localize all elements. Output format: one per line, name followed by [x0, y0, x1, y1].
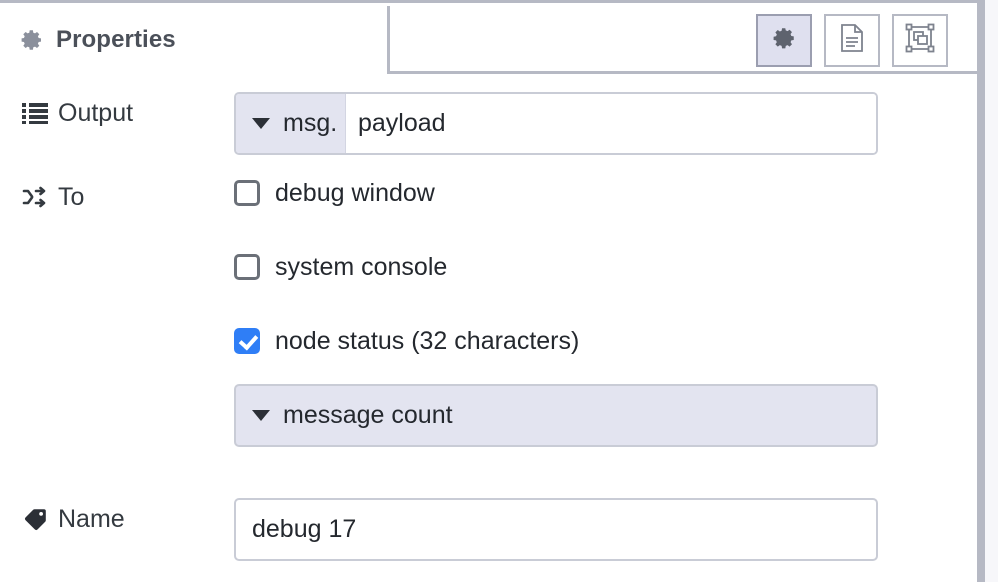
- chevron-down-icon: [252, 410, 270, 421]
- to-label: To: [0, 176, 234, 218]
- tab-properties-label: Properties: [56, 26, 176, 53]
- checkbox-debug-window-label: debug window: [275, 178, 435, 207]
- output-type-label: msg.: [283, 109, 338, 137]
- document-icon: [838, 23, 866, 58]
- checkbox-system-console[interactable]: system console: [234, 250, 977, 284]
- gear-icon: [771, 25, 797, 56]
- output-label: Output: [0, 92, 234, 134]
- name-label: Name: [0, 498, 234, 540]
- checkbox-checked-icon[interactable]: [234, 328, 260, 354]
- properties-tab-button[interactable]: [756, 14, 812, 67]
- checkbox-node-status-label: node status (32 characters): [275, 326, 580, 355]
- tab-strip-underline: [390, 71, 977, 74]
- status-type-select-value: message count: [283, 401, 453, 429]
- checkbox-debug-window[interactable]: debug window: [234, 176, 977, 210]
- to-label-text: To: [58, 182, 85, 211]
- tab-properties[interactable]: Properties: [0, 6, 390, 74]
- name-label-text: Name: [58, 504, 125, 533]
- panel-resize-handle[interactable]: [977, 0, 985, 582]
- output-type-dropdown[interactable]: msg.: [236, 94, 346, 153]
- form-row-output: Output msg. payload: [0, 92, 977, 155]
- gear-icon: [20, 28, 44, 52]
- appearance-icon: [905, 23, 935, 58]
- name-field: debug 17: [234, 498, 977, 561]
- checkbox-icon[interactable]: [234, 180, 260, 206]
- panel-toolbar: [756, 14, 948, 67]
- tag-icon: [22, 507, 48, 531]
- flow-canvas-background: [985, 0, 998, 582]
- checkbox-icon[interactable]: [234, 254, 260, 280]
- appearance-tab-button[interactable]: [892, 14, 948, 67]
- form-row-to: To debug window system console node stat…: [0, 176, 977, 447]
- status-type-select[interactable]: message count: [234, 384, 878, 447]
- node-properties-panel: Properties: [0, 0, 977, 582]
- output-value-input[interactable]: payload: [346, 94, 876, 153]
- list-icon: [22, 101, 48, 125]
- form-row-name: Name debug 17: [0, 498, 977, 561]
- output-typed-input[interactable]: msg. payload: [234, 92, 878, 155]
- name-input[interactable]: debug 17: [234, 498, 878, 561]
- output-label-text: Output: [58, 98, 134, 127]
- chevron-down-icon: [252, 118, 270, 129]
- checkbox-node-status[interactable]: node status (32 characters): [234, 324, 977, 358]
- output-field: msg. payload: [234, 92, 977, 155]
- shuffle-icon: [22, 185, 48, 209]
- tab-strip: Properties: [0, 0, 977, 74]
- description-tab-button[interactable]: [824, 14, 880, 67]
- to-options: debug window system console node status …: [234, 176, 977, 447]
- checkbox-system-console-label: system console: [275, 252, 448, 281]
